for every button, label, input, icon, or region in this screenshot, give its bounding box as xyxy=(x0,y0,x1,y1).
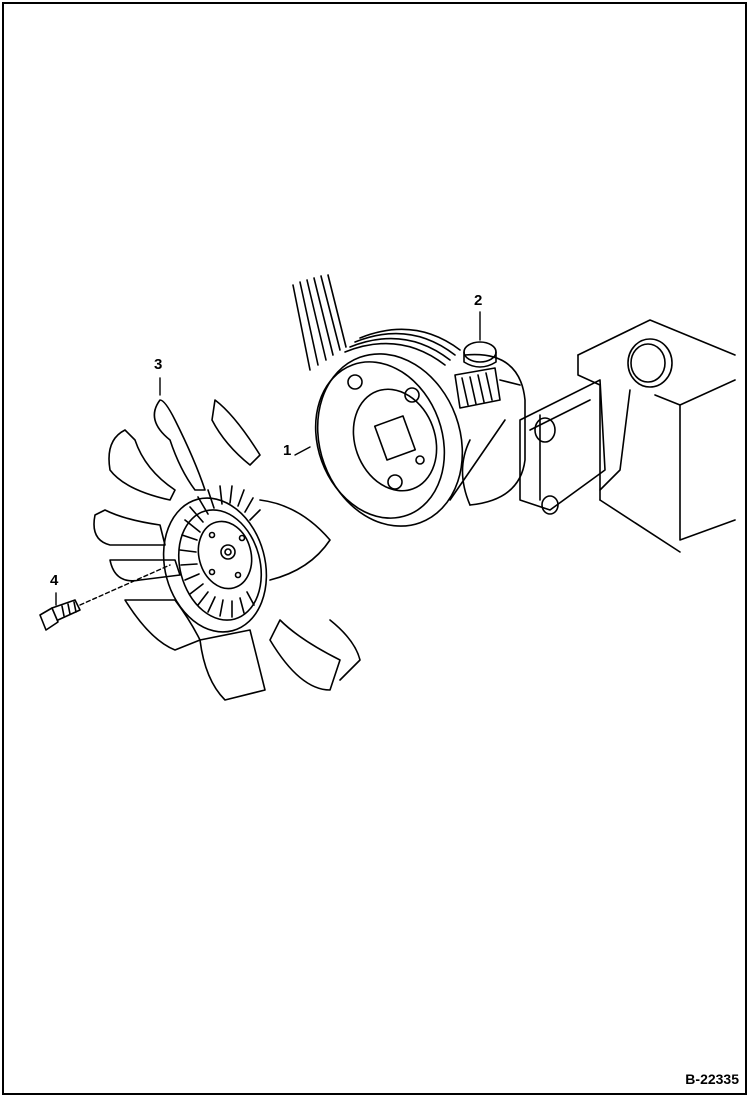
leader-line-bolt-to-fan xyxy=(79,564,171,606)
engine-block xyxy=(519,319,736,553)
pulley xyxy=(314,328,506,527)
figure-id: B-22335 xyxy=(685,1071,739,1087)
pulley-nut xyxy=(454,341,501,409)
cooling-fan xyxy=(93,399,361,701)
leader-line-1 xyxy=(294,446,311,456)
drive-belt xyxy=(292,274,347,371)
callout-nut: 2 xyxy=(474,292,483,309)
fan-bolt xyxy=(39,599,81,631)
callout-bolt: 4 xyxy=(50,572,59,589)
callout-pulley: 1 xyxy=(283,442,292,459)
leader-lines xyxy=(55,311,481,606)
water-pump-housing xyxy=(461,353,526,506)
callout-fan: 3 xyxy=(154,356,163,373)
